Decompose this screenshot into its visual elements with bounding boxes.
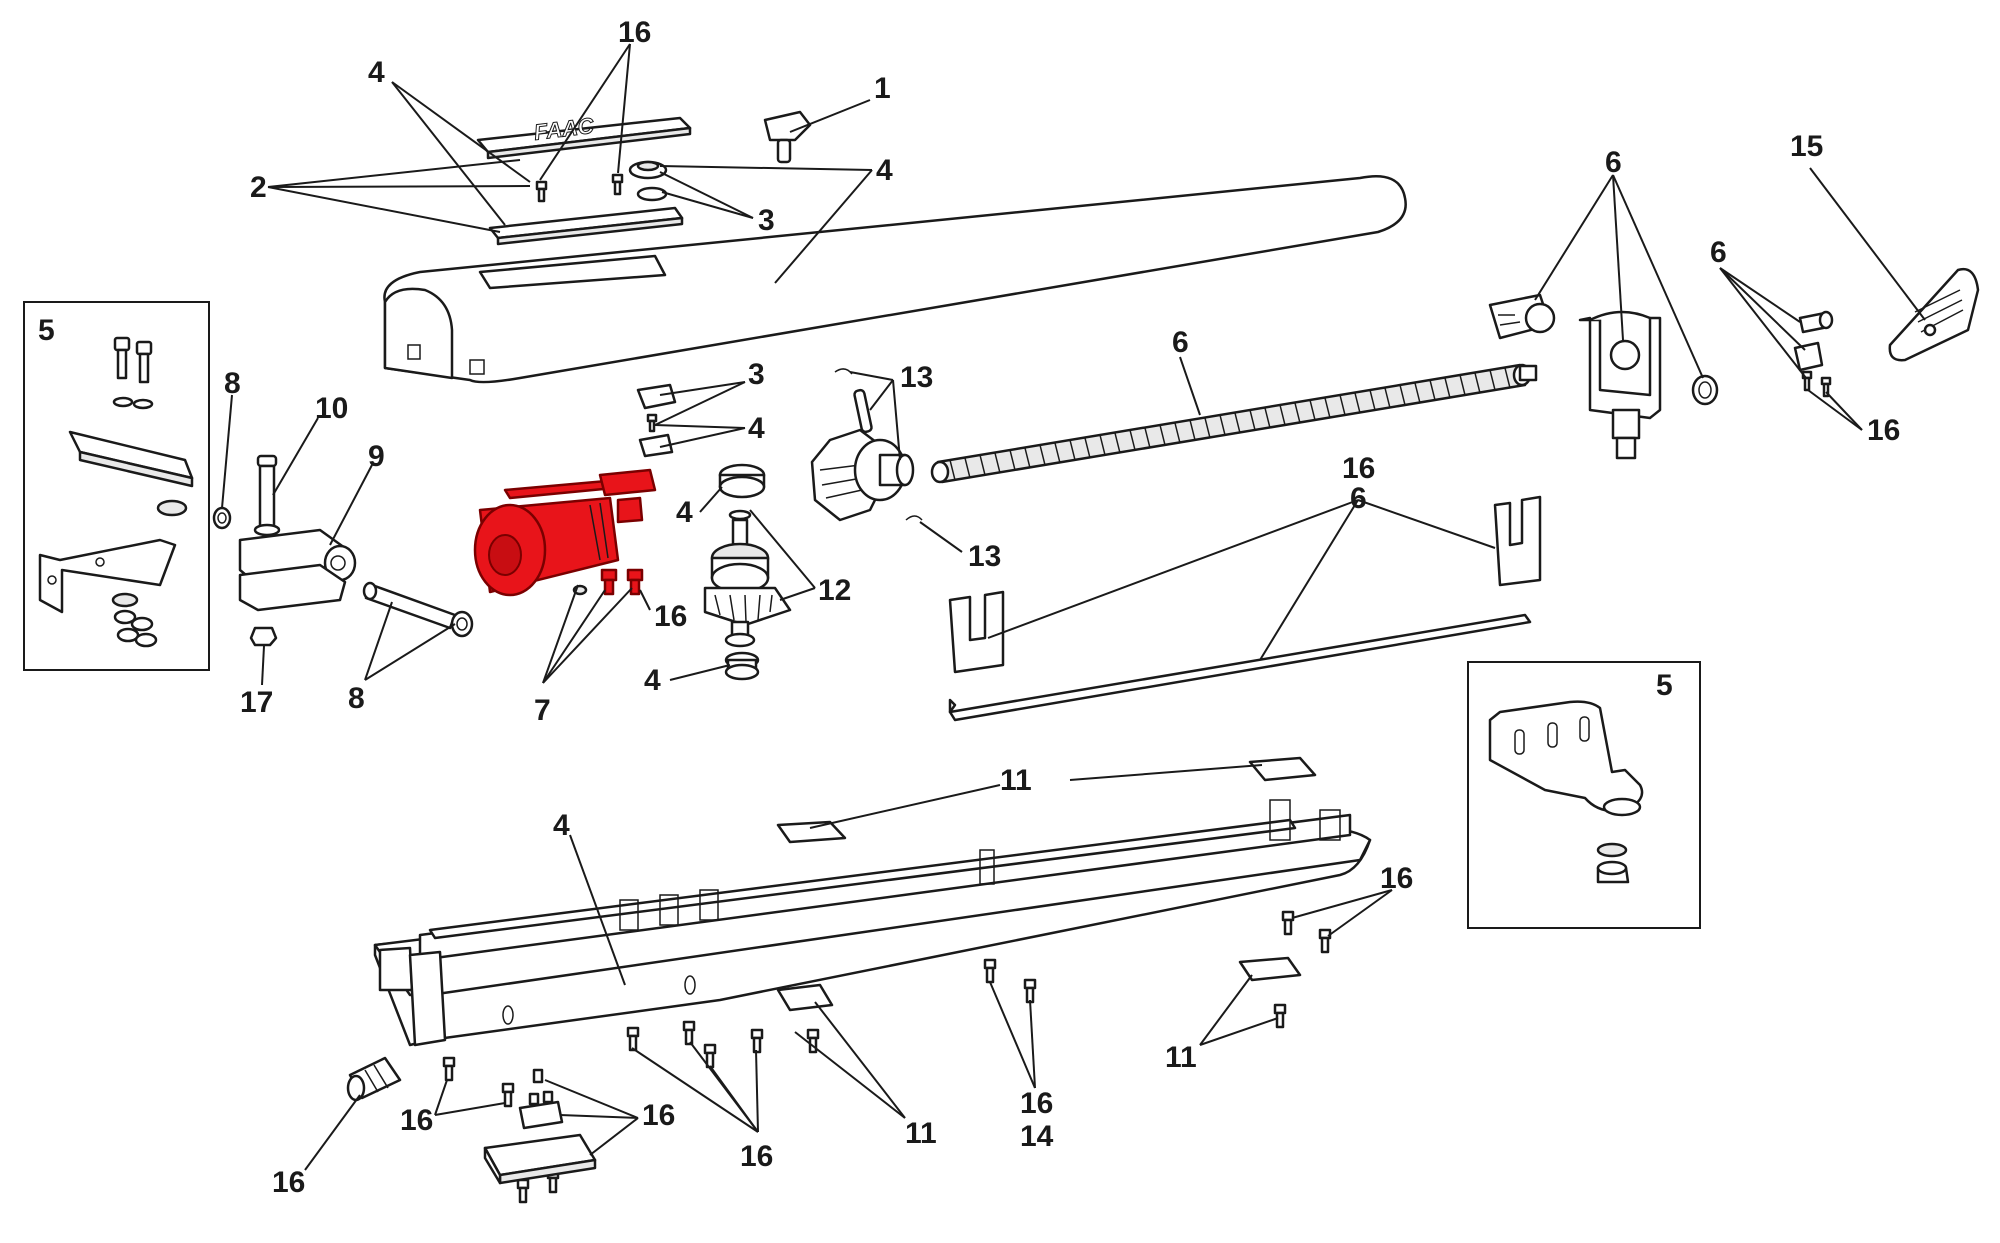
callout-16: 16 xyxy=(642,1099,675,1132)
callout-11: 11 xyxy=(1165,1041,1197,1074)
inset-box-5-right xyxy=(1467,661,1701,929)
part-11-pads xyxy=(776,756,1317,1012)
part-3-washers-top xyxy=(628,160,668,202)
callout-15: 15 xyxy=(1790,130,1823,163)
callout-2: 2 xyxy=(250,171,267,204)
part-16-cable-gland xyxy=(346,1056,402,1102)
part-6-nut-block xyxy=(1488,293,1556,340)
callout-labels: 1 2 3 3 4 4 4 4 4 4 5 5 6 6 6 6 7 8 8 9 … xyxy=(38,16,1900,1199)
callout-14: 14 xyxy=(1020,1120,1054,1153)
callout-4: 4 xyxy=(368,56,385,89)
part-8-shaft xyxy=(362,581,474,638)
part-6-circlip xyxy=(1691,374,1719,406)
part-6-worm-screw xyxy=(930,363,1538,484)
callout-1: 1 xyxy=(874,72,891,105)
callout-16: 16 xyxy=(1020,1087,1053,1120)
part-15-key-label xyxy=(1888,267,1980,362)
part-9-clevis xyxy=(238,528,357,612)
callout-6: 6 xyxy=(1710,236,1727,269)
callout-6: 6 xyxy=(1350,482,1367,515)
callout-16: 16 xyxy=(1380,862,1413,895)
callout-4: 4 xyxy=(644,664,661,697)
callout-16: 16 xyxy=(740,1140,773,1173)
part-16-screws-top xyxy=(535,173,624,203)
callout-16: 16 xyxy=(400,1104,433,1137)
callout-5: 5 xyxy=(1656,669,1673,702)
leader-lines xyxy=(221,43,1926,1171)
part-4-base-housing xyxy=(373,799,1372,1047)
part-13-clips xyxy=(834,368,923,521)
part-12-gear-stack xyxy=(703,463,792,681)
part-10-pin xyxy=(253,454,281,537)
callout-6: 6 xyxy=(1172,326,1189,359)
callout-8: 8 xyxy=(348,682,365,715)
callout-16: 16 xyxy=(654,600,687,633)
callout-4: 4 xyxy=(553,809,570,842)
callout-13: 13 xyxy=(900,361,933,394)
part-17-nut xyxy=(249,626,278,647)
part-6-bushing-small xyxy=(1793,310,1834,398)
callout-16: 16 xyxy=(1342,452,1375,485)
inset-box-5-left xyxy=(23,301,210,671)
part-7-motor-highlighted xyxy=(473,468,657,597)
callout-9: 9 xyxy=(368,440,385,473)
callout-3: 3 xyxy=(748,358,765,391)
part-16-box-cover xyxy=(483,1133,597,1185)
callout-11: 11 xyxy=(905,1117,937,1150)
callout-11: 11 xyxy=(1000,764,1032,797)
callout-5: 5 xyxy=(38,314,55,347)
callout-10: 10 xyxy=(315,392,348,425)
callout-16: 16 xyxy=(272,1166,305,1199)
callout-16: 16 xyxy=(1867,414,1900,447)
part-13-bevel-gear xyxy=(810,428,915,522)
panel-upper: FAAC xyxy=(476,112,692,160)
part-6-rail xyxy=(948,495,1542,722)
callout-3: 3 xyxy=(758,204,775,237)
callout-4: 4 xyxy=(876,154,893,187)
callout-16: 16 xyxy=(618,16,651,49)
part-6-clevis-bracket xyxy=(1578,310,1662,460)
callout-6: 6 xyxy=(1605,146,1622,179)
callout-17: 17 xyxy=(240,686,273,719)
callout-12: 12 xyxy=(818,574,851,607)
callout-7: 7 xyxy=(534,694,551,727)
part-16-terminal-block xyxy=(518,1090,564,1130)
panel-lower xyxy=(488,206,684,246)
part-8-circlip-left xyxy=(212,506,232,530)
callout-4: 4 xyxy=(748,412,765,445)
top-cover xyxy=(383,175,1407,384)
part-1-release-knob xyxy=(763,110,812,164)
callout-13: 13 xyxy=(968,540,1001,573)
callout-4: 4 xyxy=(676,496,693,529)
callout-8: 8 xyxy=(224,367,241,400)
part-3-4-clip-pieces xyxy=(636,383,677,458)
